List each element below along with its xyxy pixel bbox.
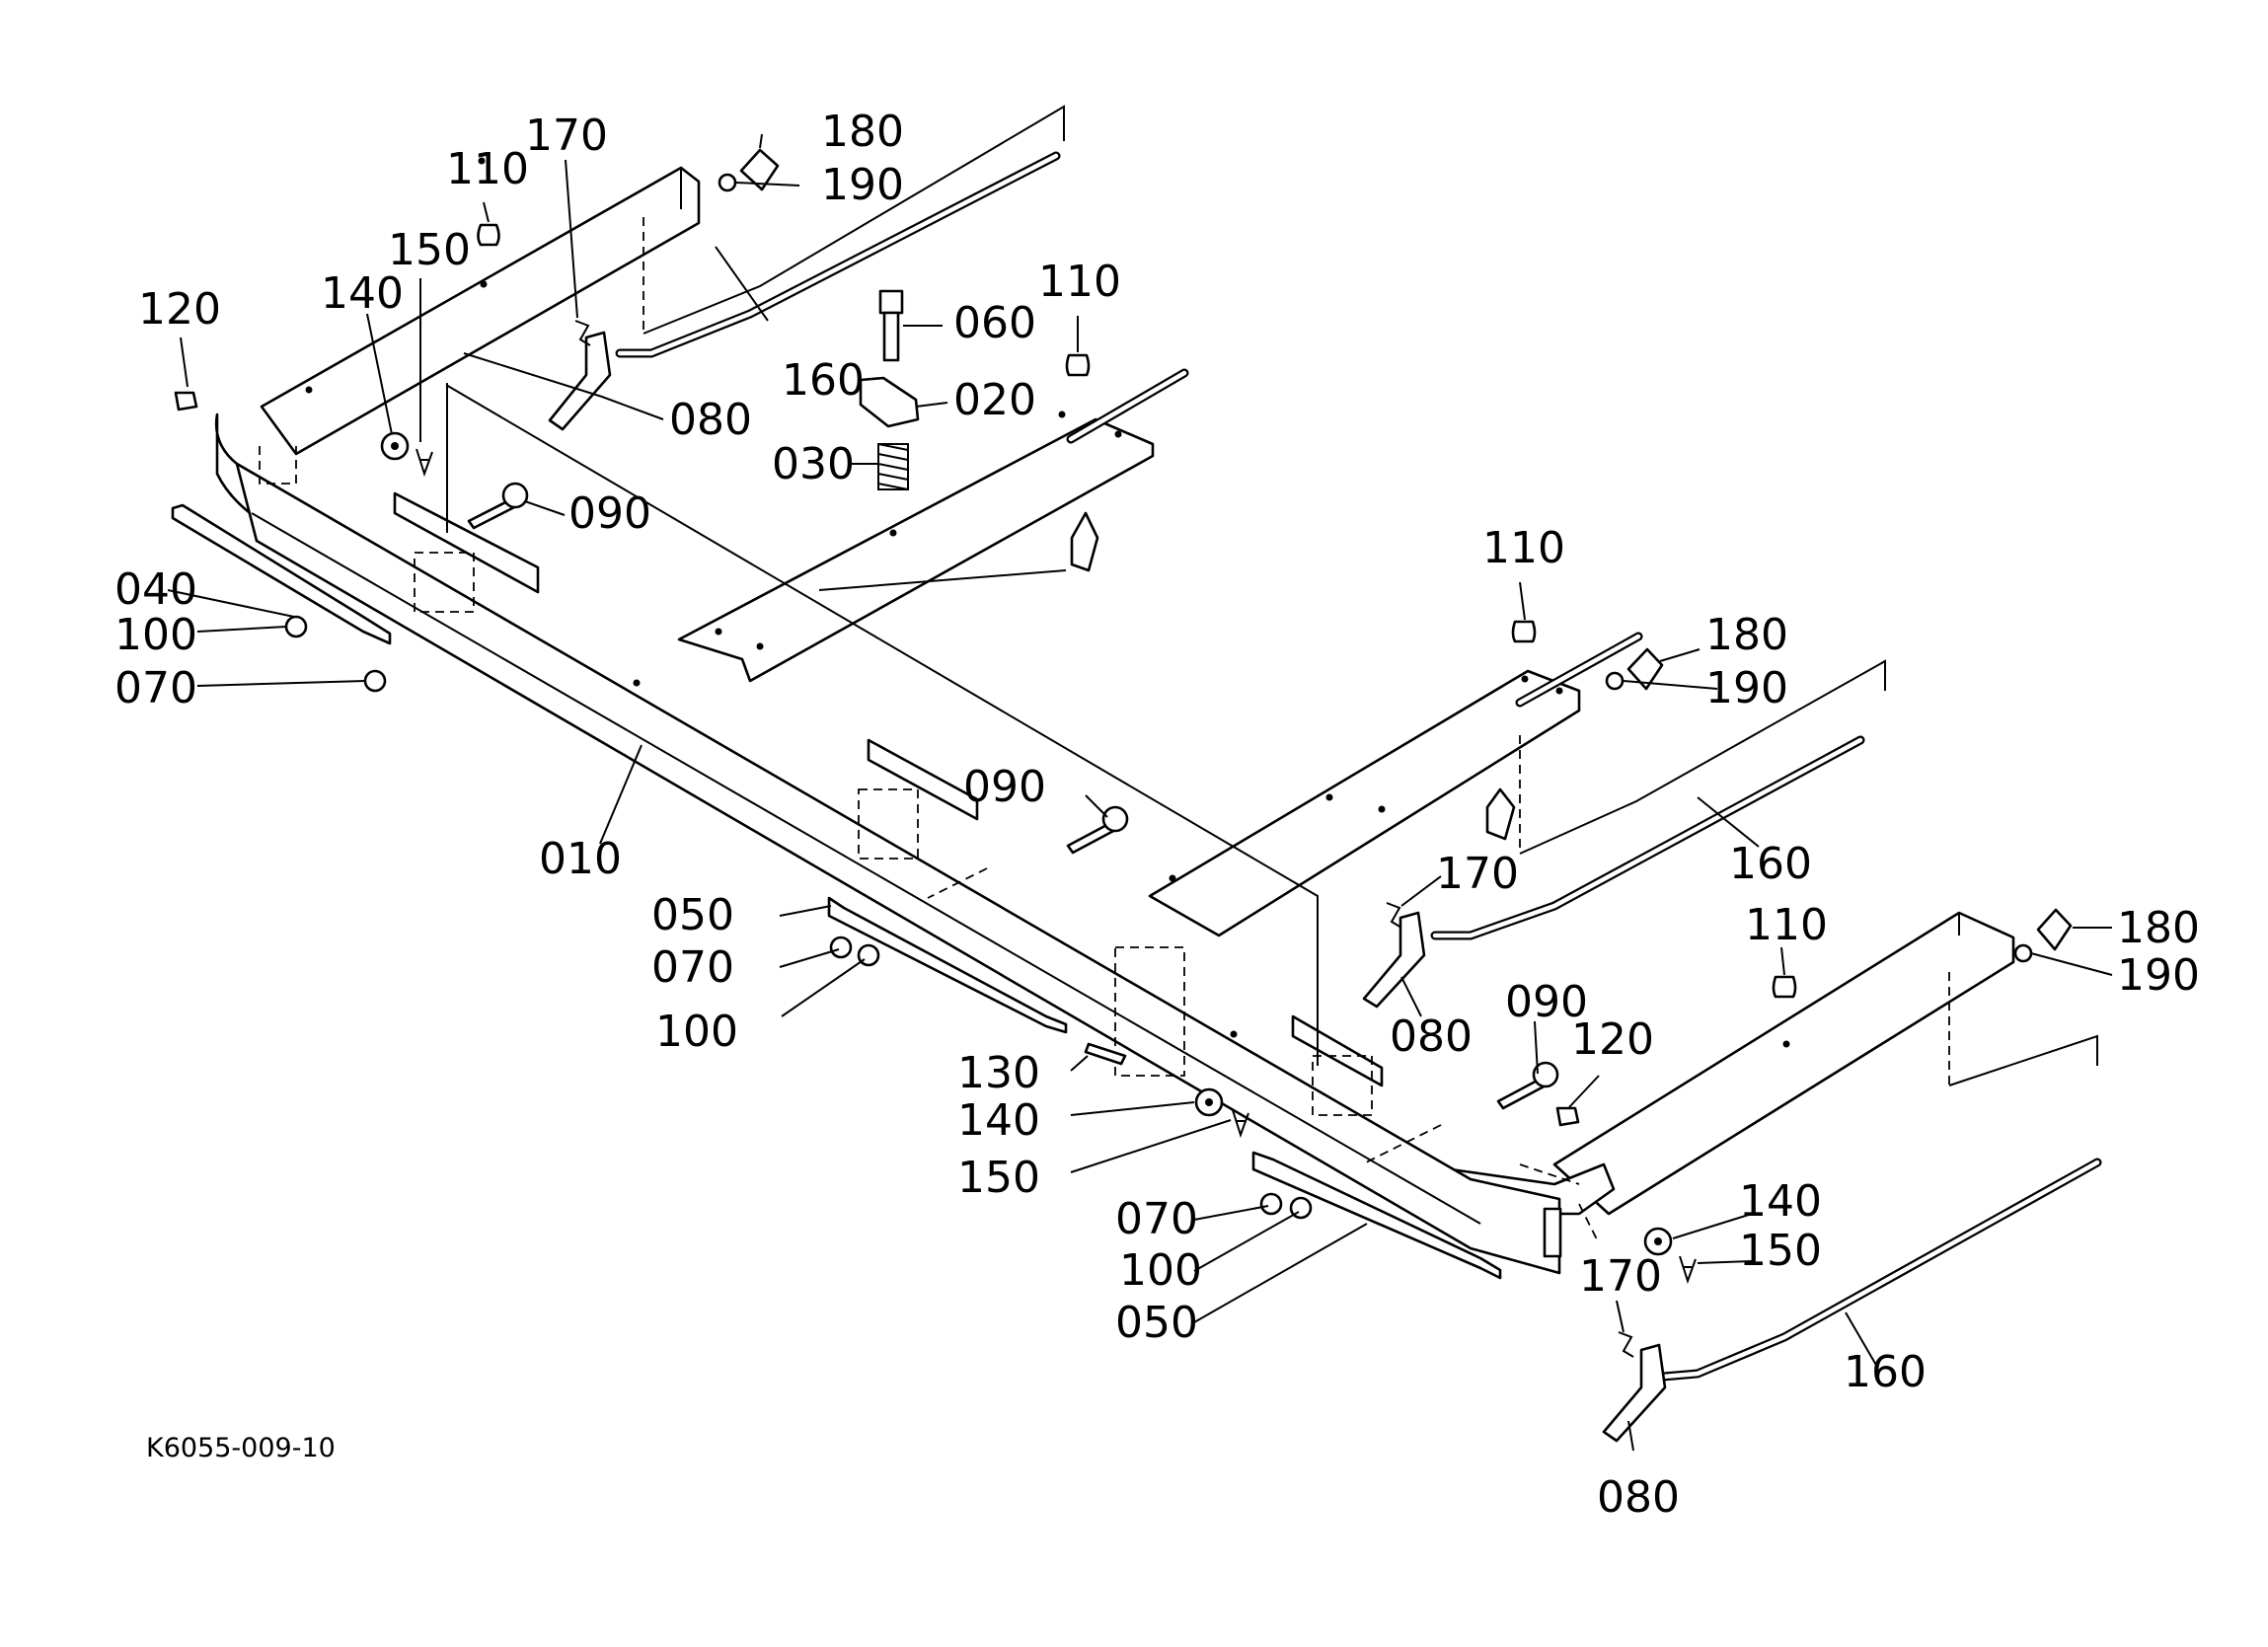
callout-070: 070 [1115, 1194, 1198, 1244]
callout-110: 110 [1482, 523, 1565, 573]
callout-180: 180 [2117, 903, 2200, 953]
callout-190: 190 [821, 160, 904, 210]
callout-120: 120 [138, 284, 221, 335]
callout-080: 080 [1597, 1472, 1680, 1523]
callout-090: 090 [963, 762, 1046, 812]
callout-labels: 120 140 150 110 170 180 190 160 080 090 … [114, 107, 2200, 1523]
callout-100: 100 [655, 1007, 738, 1057]
callout-030: 030 [772, 439, 855, 489]
callout-150: 150 [1739, 1226, 1822, 1276]
callout-100: 100 [1119, 1245, 1202, 1296]
control-rods-160 [615, 105, 2102, 1382]
callout-140: 140 [321, 268, 404, 319]
callout-070: 070 [651, 942, 734, 993]
callout-150: 150 [957, 1153, 1040, 1203]
callout-050: 050 [1115, 1298, 1198, 1348]
callout-050: 050 [651, 890, 734, 940]
callout-190: 190 [2117, 950, 2200, 1001]
callout-090: 090 [1505, 977, 1588, 1027]
callout-040: 040 [114, 564, 197, 615]
callout-170: 170 [525, 111, 608, 161]
callout-160: 160 [782, 355, 865, 406]
callout-060: 060 [953, 298, 1036, 348]
callout-110: 110 [1038, 257, 1121, 307]
callout-140: 140 [957, 1095, 1040, 1146]
callout-170: 170 [1436, 849, 1519, 899]
spring-030 [877, 443, 909, 490]
callout-140: 140 [1739, 1176, 1822, 1227]
main-frame-010 [214, 157, 2015, 1275]
callout-070: 070 [114, 663, 197, 713]
callout-110: 110 [1745, 900, 1828, 950]
callout-020: 020 [953, 375, 1036, 425]
callout-080: 080 [1390, 1011, 1473, 1062]
callout-180: 180 [821, 107, 904, 157]
callout-120: 120 [1571, 1014, 1654, 1065]
callout-010: 010 [539, 834, 622, 884]
callout-090: 090 [568, 488, 651, 539]
leader-lines [167, 133, 2113, 1452]
callout-080: 080 [669, 395, 752, 445]
drawing-code: K6055-009-10 [146, 1433, 336, 1463]
callout-180: 180 [1705, 610, 1788, 660]
callout-190: 190 [1705, 663, 1788, 713]
callout-130: 130 [957, 1048, 1040, 1098]
callout-160: 160 [1729, 839, 1812, 889]
callout-170: 170 [1579, 1251, 1662, 1302]
callout-110: 110 [446, 144, 529, 194]
hardware-parts [171, 148, 2073, 1443]
callout-100: 100 [114, 610, 197, 660]
callout-150: 150 [388, 225, 471, 275]
callout-160: 160 [1844, 1347, 1927, 1397]
